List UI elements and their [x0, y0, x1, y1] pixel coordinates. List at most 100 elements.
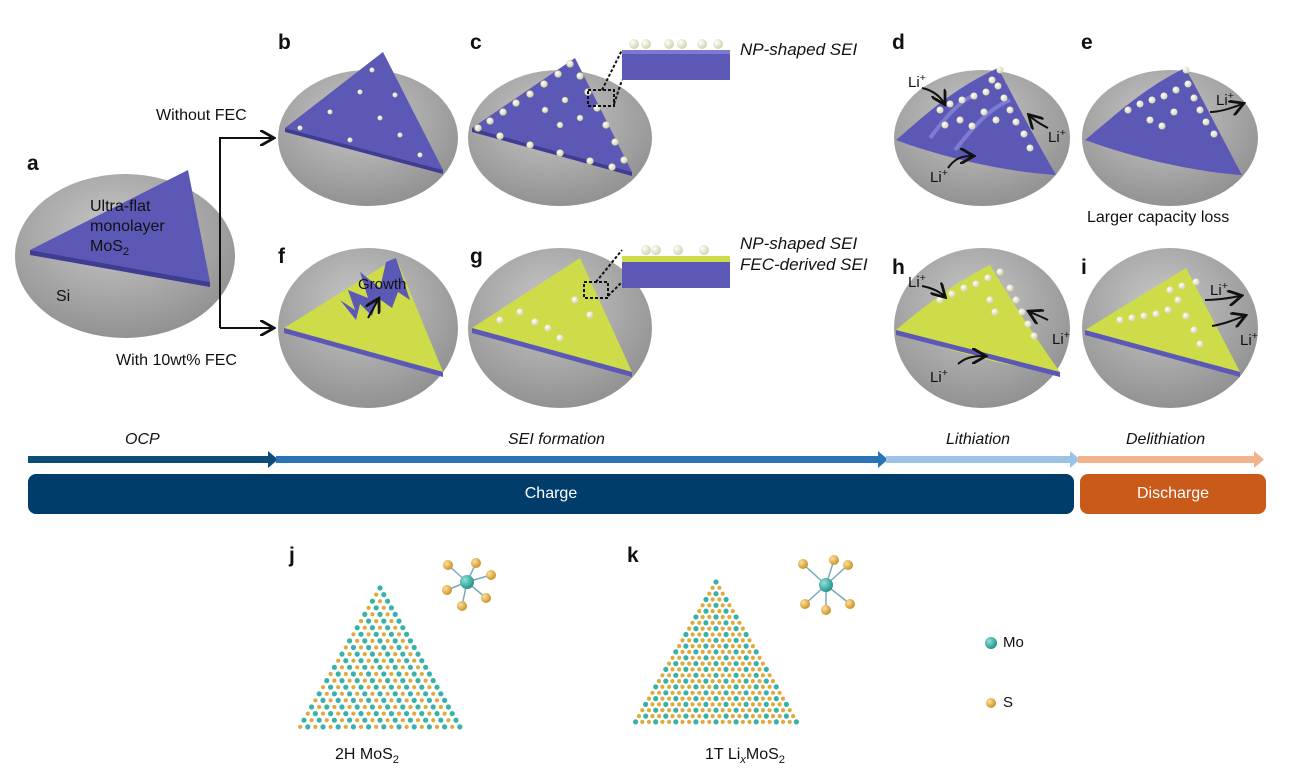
s-atom: [710, 702, 715, 707]
s-atom: [650, 690, 655, 695]
mo-atom: [693, 696, 699, 702]
mo-atom: [415, 651, 421, 657]
s-atom: [687, 649, 692, 655]
s-atom: [404, 645, 409, 650]
s-atom: [389, 645, 394, 650]
s-atom: [687, 696, 692, 701]
mo-atom: [388, 658, 394, 664]
s-atom: [757, 714, 762, 719]
s-atom: [770, 714, 776, 719]
s-atom: [710, 597, 715, 602]
s-atom: [636, 714, 642, 719]
mo-atom: [713, 591, 719, 597]
s-atom: [396, 632, 402, 637]
mo-atom: [373, 711, 379, 717]
mo-atom: [358, 684, 364, 690]
s-atom: [646, 708, 652, 713]
mo-atom: [354, 704, 360, 710]
mo-atom: [693, 626, 699, 632]
mo-atom: [430, 704, 436, 710]
mo-atom: [388, 711, 394, 717]
mo-atom: [763, 678, 769, 684]
mo-atom: [773, 696, 779, 702]
s-atom: [697, 679, 702, 684]
mo-atom: [358, 711, 364, 717]
s-atom: [717, 702, 722, 707]
s-atom: [431, 718, 436, 723]
mo-atom: [693, 684, 699, 690]
mo-atom: [453, 717, 459, 723]
mo-atom: [350, 644, 356, 651]
s-atom: [657, 714, 662, 719]
mo-atom: [673, 661, 679, 667]
s-atom: [687, 719, 692, 725]
s-atom: [717, 679, 722, 684]
s-atom: [324, 691, 329, 696]
mo-atom: [703, 596, 709, 603]
mo-atom: [373, 658, 379, 664]
mo-atom: [673, 707, 679, 713]
mo-atom: [362, 611, 368, 618]
s-atom: [370, 665, 375, 670]
s-atom: [328, 724, 333, 730]
s-atom: [777, 702, 782, 707]
li-ion-label: Li+: [908, 72, 926, 91]
s-atom: [374, 592, 379, 597]
s-atom: [717, 609, 722, 614]
mo-atom: [703, 701, 709, 708]
s-atom: [347, 704, 352, 710]
s-atom: [727, 649, 732, 655]
mo-atom: [673, 649, 679, 655]
s-atom: [313, 724, 318, 730]
mo-atom: [415, 678, 421, 684]
s-atom: [358, 698, 364, 703]
s-atom: [404, 671, 409, 677]
s-atom: [431, 691, 436, 696]
s-atom: [667, 719, 672, 725]
s-atom: [730, 679, 735, 684]
mo-atom: [703, 631, 709, 638]
mo-atom: [385, 651, 391, 657]
mo-atom: [723, 690, 729, 696]
lattice-2h: [298, 585, 463, 730]
s-atom: [737, 632, 742, 637]
mo-atom: [663, 713, 669, 719]
s-atom: [415, 718, 421, 723]
s-atom: [740, 719, 745, 725]
mo-atom: [683, 666, 689, 673]
np-sei-label-bottom: NP-shaped SEI: [740, 234, 858, 253]
mo-atom: [407, 691, 413, 697]
s-atom: [750, 702, 756, 707]
s-atom: [377, 625, 383, 630]
s-atom: [760, 708, 766, 713]
s-atom: [374, 619, 379, 624]
caption-2h-mos2: 2H MoS2: [335, 746, 400, 767]
mo-atom: [411, 697, 417, 704]
mo-atom: [407, 717, 413, 723]
s-atom: [730, 644, 735, 649]
mo-atom: [783, 713, 790, 719]
s-atom: [700, 719, 705, 725]
mo-atom: [713, 579, 719, 585]
li-ion-label: Li+: [908, 272, 926, 291]
s-atom: [720, 649, 725, 655]
lithiation-label: Lithiation: [946, 431, 1011, 448]
mo-atom: [404, 684, 410, 690]
mo-atom: [305, 724, 311, 730]
mo-atom: [733, 661, 739, 667]
s-atom: [385, 665, 390, 670]
s-atom: [434, 724, 440, 730]
s-atom: [707, 591, 712, 596]
mo-atom: [423, 664, 429, 670]
mo-atom: [733, 696, 739, 702]
s-atom: [730, 690, 735, 695]
mo-atom: [703, 690, 709, 696]
np-sei-label-top: NP-shaped SEI: [740, 40, 858, 59]
s-atom: [427, 711, 432, 716]
s-atom: [747, 649, 752, 655]
li-ion-label: Li+: [1216, 90, 1234, 109]
mo-atom: [362, 664, 368, 670]
s-atom: [396, 711, 402, 716]
s-atom: [720, 684, 725, 690]
s-atom: [393, 678, 398, 683]
